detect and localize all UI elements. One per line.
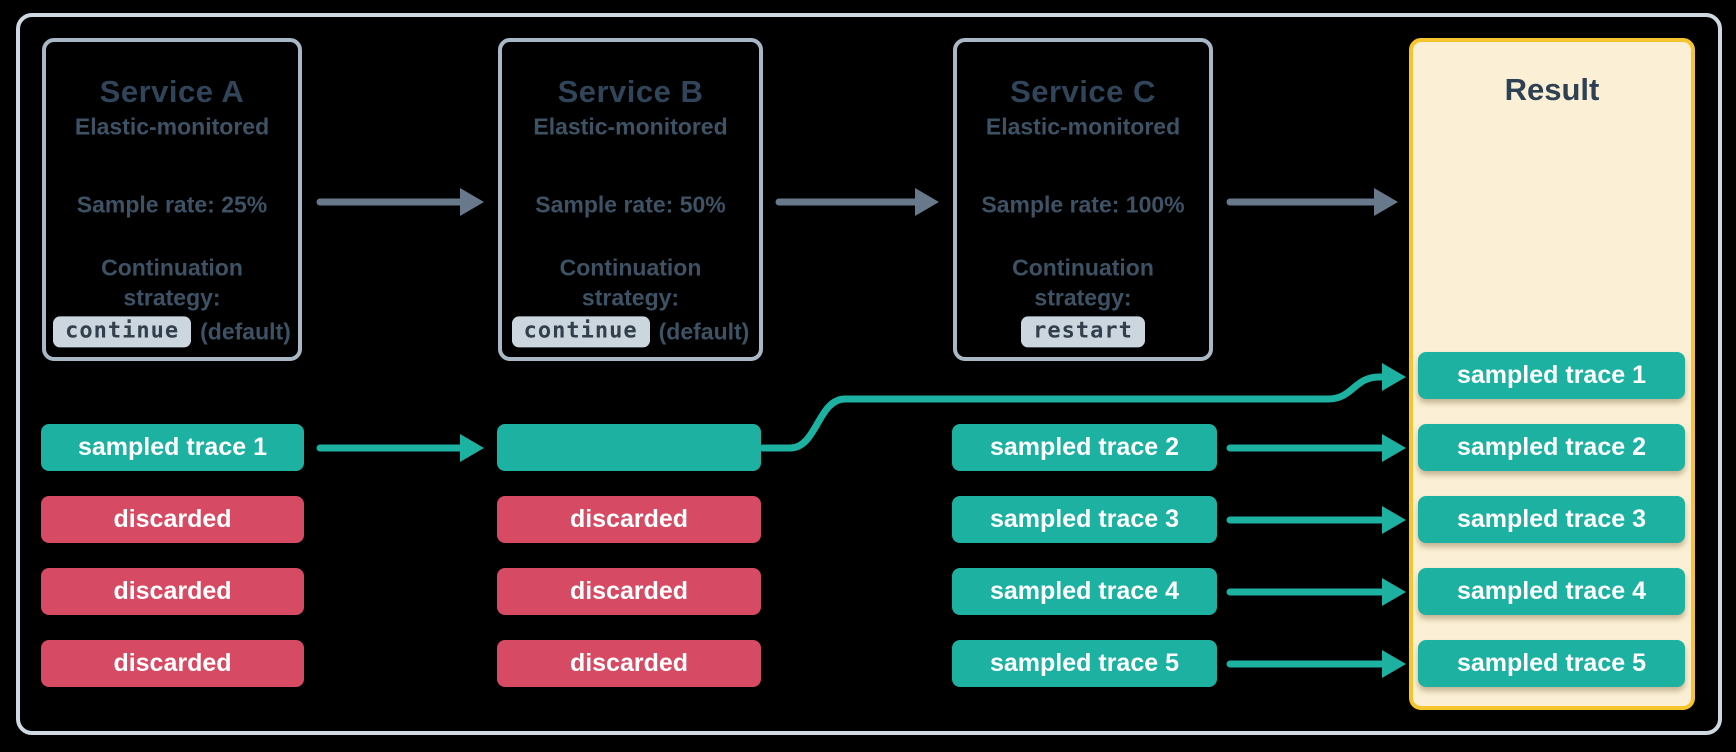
service-b-title: Service B xyxy=(557,74,704,109)
service-a-strategy-row: continue (default) xyxy=(46,316,298,348)
service-a-continuation-label: Continuation xyxy=(101,254,243,281)
service-a-trace-discarded-1: discarded xyxy=(41,496,304,543)
diagram-frame xyxy=(16,13,1722,735)
service-a-strategy-note: (default) xyxy=(200,318,291,345)
service-c-monitoring: Elastic-monitored xyxy=(985,113,1181,140)
service-c-box: Service C Elastic-monitored Sample rate:… xyxy=(953,38,1213,361)
service-a-strategy-code-chip: continue xyxy=(53,316,192,348)
result-title: Result xyxy=(1504,72,1600,107)
service-b-strategy-row: continue (default) xyxy=(502,316,759,348)
service-b-trace-discarded-1: discarded xyxy=(497,496,761,543)
service-a-sample-rate: Sample rate: 25% xyxy=(76,191,268,218)
service-c-trace-sampled-4: sampled trace 4 xyxy=(952,568,1217,615)
service-a-trace-discarded-3: discarded xyxy=(41,640,304,687)
result-trace-chip-2: sampled trace 2 xyxy=(1418,424,1685,471)
service-b-trace-sampled-unlabeled xyxy=(497,424,761,471)
service-c-strategy-code-chip: restart xyxy=(1021,316,1145,348)
service-c-trace-sampled-5: sampled trace 5 xyxy=(952,640,1217,687)
service-a-box: Service A Elastic-monitored Sample rate:… xyxy=(42,38,302,361)
result-trace-chip-3: sampled trace 3 xyxy=(1418,496,1685,543)
result-box: Result sampled trace 1 sampled trace 2 s… xyxy=(1409,38,1695,710)
service-c-continuation-label: Continuation xyxy=(1012,254,1154,281)
service-b-strategy-label: strategy: xyxy=(581,284,680,311)
service-b-strategy-code-chip: continue xyxy=(511,316,650,348)
service-c-strategy-row: restart xyxy=(957,316,1209,348)
service-c-strategy-label: strategy: xyxy=(1034,284,1132,311)
service-a-strategy-label: strategy: xyxy=(123,284,221,311)
result-trace-chip-4: sampled trace 4 xyxy=(1418,568,1685,615)
service-b-box: Service B Elastic-monitored Sample rate:… xyxy=(498,38,763,361)
result-trace-chip-1: sampled trace 1 xyxy=(1418,352,1685,399)
service-b-sample-rate: Sample rate: 50% xyxy=(535,191,726,218)
result-trace-chip-5: sampled trace 5 xyxy=(1418,640,1685,687)
service-b-trace-discarded-2: discarded xyxy=(497,568,761,615)
service-c-trace-sampled-3: sampled trace 3 xyxy=(952,496,1217,543)
service-a-trace-discarded-2: discarded xyxy=(41,568,304,615)
service-c-title: Service C xyxy=(1010,74,1156,109)
service-a-trace-sampled-1: sampled trace 1 xyxy=(41,424,304,471)
service-c-sample-rate: Sample rate: 100% xyxy=(981,191,1185,218)
service-a-monitoring: Elastic-monitored xyxy=(74,113,270,140)
service-a-title: Service A xyxy=(99,74,245,109)
service-b-strategy-note: (default) xyxy=(658,318,750,345)
service-b-trace-discarded-3: discarded xyxy=(497,640,761,687)
service-b-monitoring: Elastic-monitored xyxy=(533,113,728,140)
service-c-trace-sampled-2: sampled trace 2 xyxy=(952,424,1217,471)
service-b-continuation-label: Continuation xyxy=(559,254,702,281)
